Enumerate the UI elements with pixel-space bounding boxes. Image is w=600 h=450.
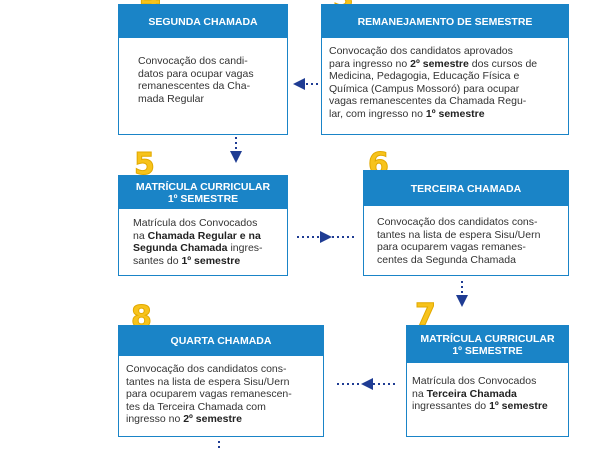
card-title: QUARTA CHAMADA (119, 326, 323, 356)
card-title-line: MATRÍCULA CURRICULAR (135, 180, 271, 193)
card-body: Matrícula dos Convocados na Chamada Regu… (119, 209, 287, 267)
card-title: REMANEJAMENTO DE SEMESTRE (322, 5, 568, 38)
card-remanejamento-de-semestre: REMANEJAMENTO DE SEMESTRE Convocação dos… (321, 4, 569, 135)
body-text: ingres- santes do (133, 242, 263, 267)
body-text: Matrícula dos Convocados na (412, 375, 537, 400)
card-title: TERCEIRA CHAMADA (364, 171, 568, 206)
body-text: Convocação dos candidatos cons- tantes n… (377, 216, 541, 266)
body-text: Convocação dos candidatos aprovados para… (329, 45, 513, 70)
card-body: Convocação dos candidatos aprovados para… (322, 38, 568, 120)
step-number-7: 7 (415, 298, 437, 333)
arrow-6-to-7 (456, 281, 468, 307)
card-segunda-chamada: SEGUNDA CHAMADA Convocação dos candi- da… (118, 4, 288, 135)
arrow-5-to-6 (297, 231, 354, 243)
card-title-line: 1º SEMESTRE (167, 192, 239, 205)
arrow-7-to-8 (337, 378, 398, 390)
body-text: Matrícula dos Convocados na (133, 217, 258, 242)
card-body: Convocação dos candi- datos para ocupar … (119, 38, 287, 105)
body-text: dos cursos de Medicina, Pedagogia, Educa… (329, 57, 538, 120)
card-quarta-chamada: QUARTA CHAMADA Convocação dos candidatos… (118, 325, 324, 437)
card-body: Matrícula dos Convocados na Terceira Cha… (407, 363, 568, 413)
body-text-bold: 2º semestre (410, 57, 469, 70)
card-title-line: 1º SEMESTRE (452, 344, 523, 357)
card-body: Convocação dos candidatos cons- tantes n… (364, 206, 568, 266)
card-title-line: REMANEJAMENTO DE SEMESTRE (357, 15, 533, 28)
body-text-bold: 2º semestre (183, 413, 242, 425)
step-number-5: 5 (134, 147, 156, 182)
card-terceira-chamada: TERCEIRA CHAMADA Convocação dos candidat… (363, 170, 569, 276)
body-text-bold: 1º semestre (425, 107, 485, 120)
arrow-3-to-4 (293, 78, 318, 90)
body-text: Convocação dos candidatos cons- tantes n… (126, 363, 292, 425)
card-title-line: QUARTA CHAMADA (170, 335, 272, 347)
body-text: Convocação dos candi- datos para ocupar … (138, 55, 254, 105)
body-text-bold: Terceira Chamada (426, 387, 517, 400)
card-title-line: MATRÍCULA CURRICULAR (420, 332, 555, 345)
card-title-line: TERCEIRA CHAMADA (410, 182, 522, 195)
body-text: ingressantes do (412, 400, 487, 412)
card-title: SEGUNDA CHAMADA (119, 5, 287, 38)
body-text-bold: 1º semestre (489, 400, 548, 412)
body-text-bold: Chamada Regular e na Segunda Chamada (133, 229, 261, 255)
body-text-bold: 1º semestre (181, 254, 241, 267)
card-title-line: SEGUNDA CHAMADA (148, 15, 258, 28)
arrow-4-to-5 (230, 137, 242, 163)
card-body: Convocação dos candidatos cons- tantes n… (119, 356, 323, 426)
